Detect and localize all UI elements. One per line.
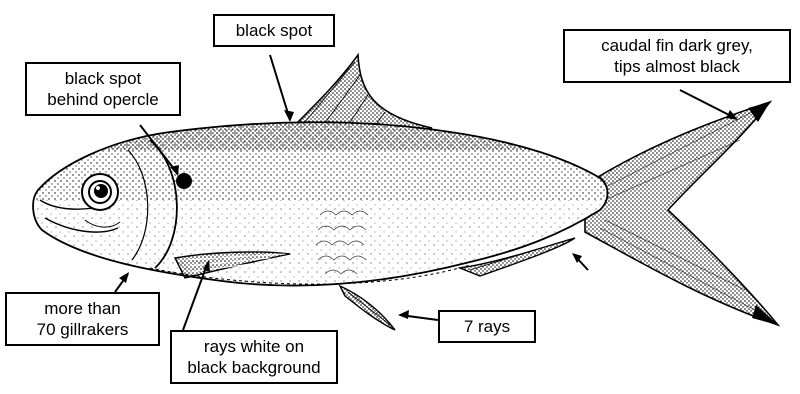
leader-dorsal-spot (270, 55, 290, 120)
label-dorsal-spot: black spot (213, 14, 335, 47)
leader-caudal-fin (680, 90, 735, 118)
fish-body (30, 110, 620, 300)
label-anal-rays: 7 rays (438, 310, 536, 343)
eye (82, 174, 118, 210)
opercle-spot (176, 173, 192, 189)
label-caudal-fin: caudal fin dark grey, tips almost black (563, 29, 791, 83)
anal-fin-arrow (572, 253, 588, 270)
label-pectoral-rays: rays white on black background (170, 330, 338, 384)
label-opercle-spot: black spot behind opercle (25, 62, 181, 116)
caudal-fin (585, 102, 778, 325)
label-gillrakers: more than 70 gillrakers (5, 292, 160, 346)
pelvic-fin (340, 286, 395, 330)
